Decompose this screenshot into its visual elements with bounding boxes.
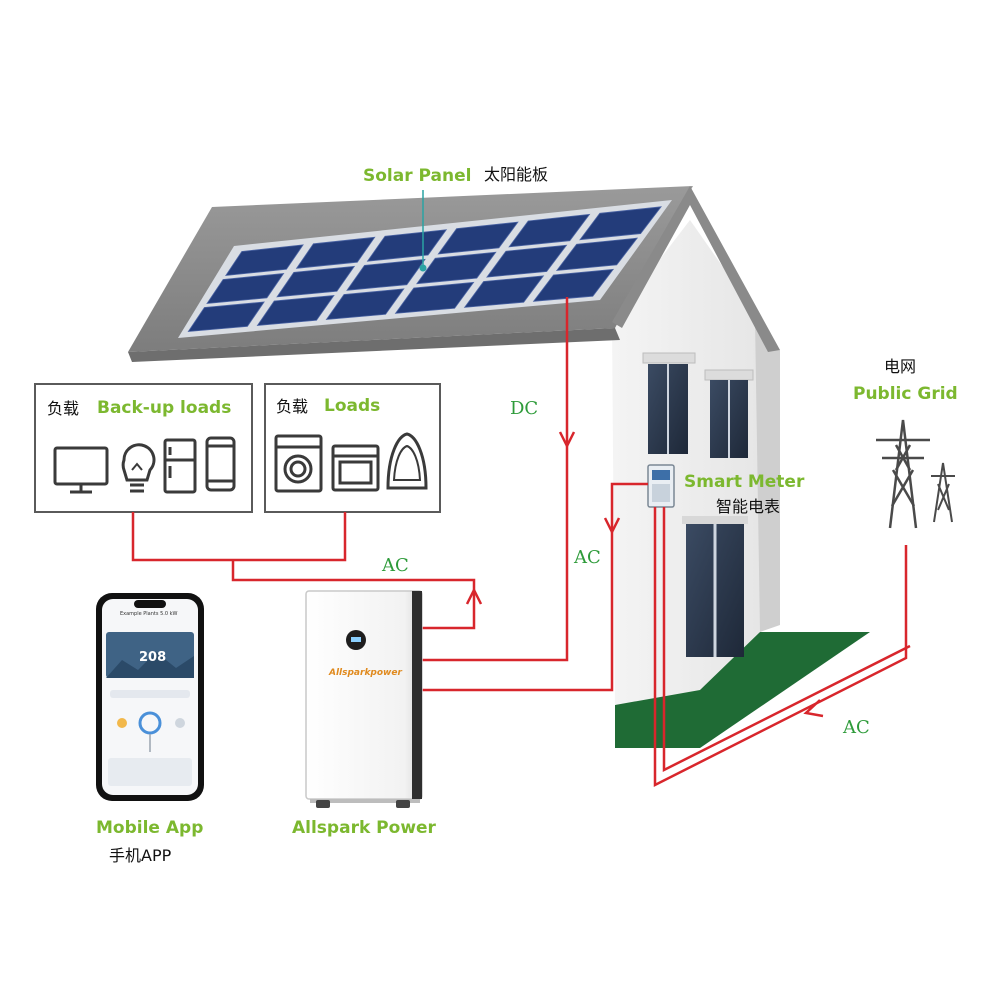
solar-panel-cell: [416, 251, 497, 285]
backup-loads-title-cn: 负载: [47, 399, 80, 418]
fridge-icon: [163, 438, 197, 494]
phone-big-value: 208: [139, 650, 167, 665]
ac-loads-flow-label: AC: [382, 555, 409, 576]
public-grid-label: Public Grid: [853, 384, 958, 404]
solar-panel-cell: [295, 236, 376, 269]
allspark-battery-unit: [305, 590, 423, 808]
oven-icon: [331, 444, 380, 492]
loads-title-cn: 负载: [276, 397, 309, 416]
dc-wire: [422, 297, 569, 662]
dc-flow-label: DC: [510, 398, 539, 419]
loads-ac-wire: [231, 560, 476, 630]
light-bulb-icon: [121, 443, 156, 493]
allspark-power-label: Allspark Power: [292, 818, 436, 838]
public-grid-label-cn: 电网: [884, 357, 917, 376]
solar-panel-cell: [256, 295, 335, 326]
solar-panel-cell: [508, 213, 591, 248]
solar-pointer-dot: [419, 264, 427, 272]
smart-meter-label: Smart Meter: [684, 472, 805, 492]
backup-loads-wire: [131, 512, 347, 562]
solar-panel-cell: [206, 273, 285, 304]
solar-panel-cell: [463, 275, 545, 308]
meter-down-wire: [653, 507, 908, 788]
solar-panel-cell: [532, 268, 615, 302]
solar-panel-cell: [366, 229, 448, 262]
solar-panel-cell: [579, 206, 662, 241]
washing-machine-icon: [274, 434, 323, 493]
ac-meter-flow-label: AC: [574, 547, 601, 568]
flow-arrows: [465, 431, 824, 718]
transmission-tower-small: [931, 462, 955, 523]
backup-loads-title: Back-up loads: [97, 398, 232, 418]
monitor-icon: [53, 446, 109, 494]
solar-panel-label: Solar Panel: [363, 166, 472, 186]
grid-return-wire: [662, 507, 911, 773]
smart-meter-label-cn: 智能电表: [716, 497, 781, 516]
meter-ac-wire: [422, 482, 648, 692]
solar-panel-cell: [486, 244, 568, 278]
solar-panel-label-cn: 太阳能板: [484, 165, 549, 184]
mobile-phone: [96, 593, 204, 801]
solar-panel-cell: [325, 288, 405, 320]
solar-panel-cell: [224, 244, 304, 276]
mobile-app-label-cn: 手机APP: [109, 846, 172, 865]
solar-panel-cell: [346, 258, 426, 291]
lawn: [615, 632, 870, 748]
allspark-brand-logo: Allsparkpower: [329, 668, 402, 678]
ac-grid-flow-label: AC: [843, 717, 870, 738]
iron-icon: [386, 432, 428, 490]
smartphone-icon: [205, 436, 236, 492]
solar-panel-cell: [187, 301, 265, 332]
transmission-tower-large: [876, 419, 930, 529]
loads-title: Loads: [324, 396, 381, 416]
solar-panel-cell: [276, 265, 356, 298]
solar-panel-cell: [437, 221, 519, 255]
solar-panel-cell: [394, 281, 475, 314]
solar-panel-cell: [555, 237, 639, 271]
phone-header-text: Example Plants 5.0 kW: [120, 611, 178, 617]
smart-meter-device: [647, 464, 675, 508]
wiring: [131, 297, 911, 788]
mobile-app-label: Mobile App: [96, 818, 204, 838]
